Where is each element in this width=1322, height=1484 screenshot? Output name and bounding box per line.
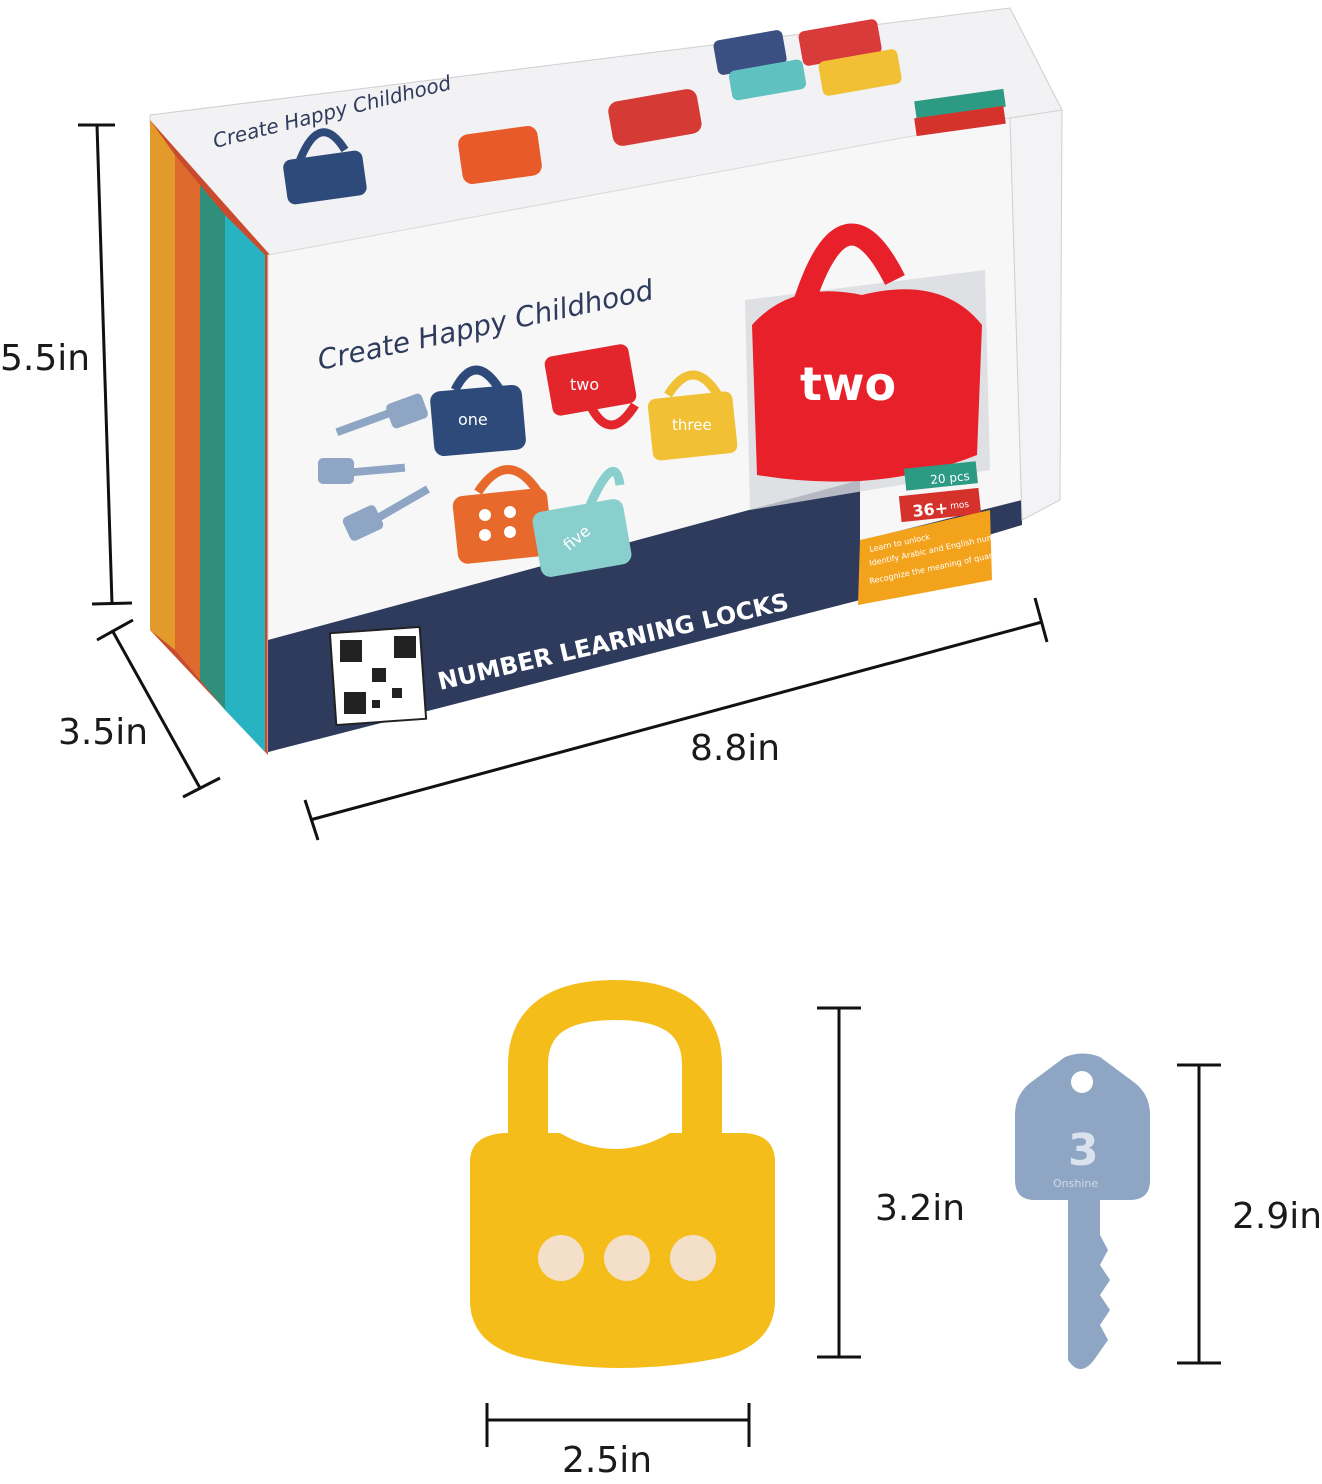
key-height-label: 2.9in: [1232, 1196, 1322, 1237]
box-width-label: 8.8in: [690, 728, 781, 769]
product-box: Create Happy Childhood Create Happy Chil…: [149, 7, 1063, 755]
box-lock-one: one: [430, 365, 526, 457]
box-qr-code: [328, 625, 428, 727]
key-height-dimension-line: [1177, 1063, 1221, 1365]
box-lock-two-label: two: [570, 375, 599, 394]
lock-dot-1: [538, 1235, 584, 1281]
box-depth-dimension-line: [96, 618, 221, 799]
box-lock-one-label: one: [458, 410, 488, 429]
box-feature-lock-word: two: [800, 357, 896, 411]
lock-dot-2: [604, 1235, 650, 1281]
blue-key: 3 Onshine: [1015, 1053, 1150, 1369]
box-lock-two-small: two: [544, 344, 639, 430]
key-number: 3: [1068, 1125, 1099, 1176]
box-pieces-badge: 20 pcs: [930, 469, 971, 487]
key-brand: Onshine: [1053, 1177, 1098, 1190]
yellow-padlock: [470, 979, 775, 1368]
box-lock-four: [452, 465, 553, 564]
lock-height-label: 3.2in: [875, 1188, 966, 1229]
box-depth-label: 3.5in: [58, 712, 149, 753]
box-lock-three-label: three: [672, 416, 712, 434]
lock-dot-3: [670, 1235, 716, 1281]
box-key-2: [318, 458, 406, 484]
box-age-badge: 36+: [912, 498, 949, 521]
box-height-label: 5.5in: [0, 338, 91, 379]
box-key-1: [335, 393, 428, 437]
lock-height-dimension-line: [817, 1006, 861, 1359]
box-width-dimension-line: [303, 597, 1049, 841]
box-key-3: [342, 485, 430, 541]
box-height-dimension-line: [78, 123, 133, 606]
lock-width-label: 2.5in: [562, 1440, 653, 1481]
box-feature-lock: two: [752, 223, 982, 482]
lock-width-dimension-line: [485, 1403, 751, 1447]
box-lock-five: five: [532, 467, 632, 577]
box-lock-three: three: [647, 370, 738, 461]
box-age-unit: mos: [950, 500, 970, 512]
